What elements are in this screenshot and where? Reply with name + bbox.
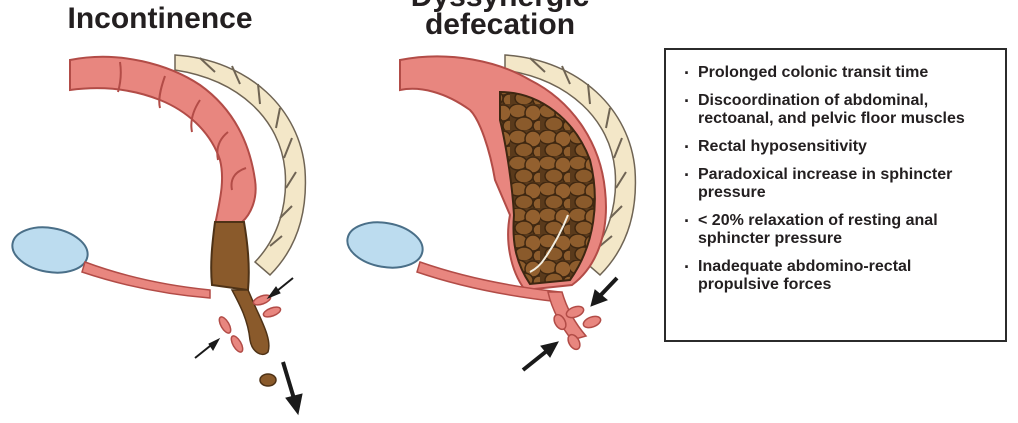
feature-item: Discoordination of abdominal, rectoanal,… — [682, 92, 995, 128]
stool-drop — [260, 374, 276, 386]
feature-item: < 20% relaxation of resting anal sphinct… — [682, 212, 995, 248]
feature-item: Paradoxical increase in sphincter pressu… — [682, 166, 995, 202]
left-rectal-stool — [211, 222, 249, 290]
dyssynergic-illustration — [344, 55, 636, 370]
feature-item: Inadequate abdomino-rectal propulsive fo… — [682, 258, 995, 294]
feature-item: Prolonged colonic transit time — [682, 64, 995, 82]
dyssynergia-features-box: Prolonged colonic transit time Discoordi… — [664, 48, 1007, 342]
feature-item: Rectal hyposensitivity — [682, 138, 995, 156]
incontinence-illustration — [9, 55, 306, 414]
features-list: Prolonged colonic transit time Discoordi… — [666, 50, 1005, 294]
left-bladder — [9, 222, 210, 298]
